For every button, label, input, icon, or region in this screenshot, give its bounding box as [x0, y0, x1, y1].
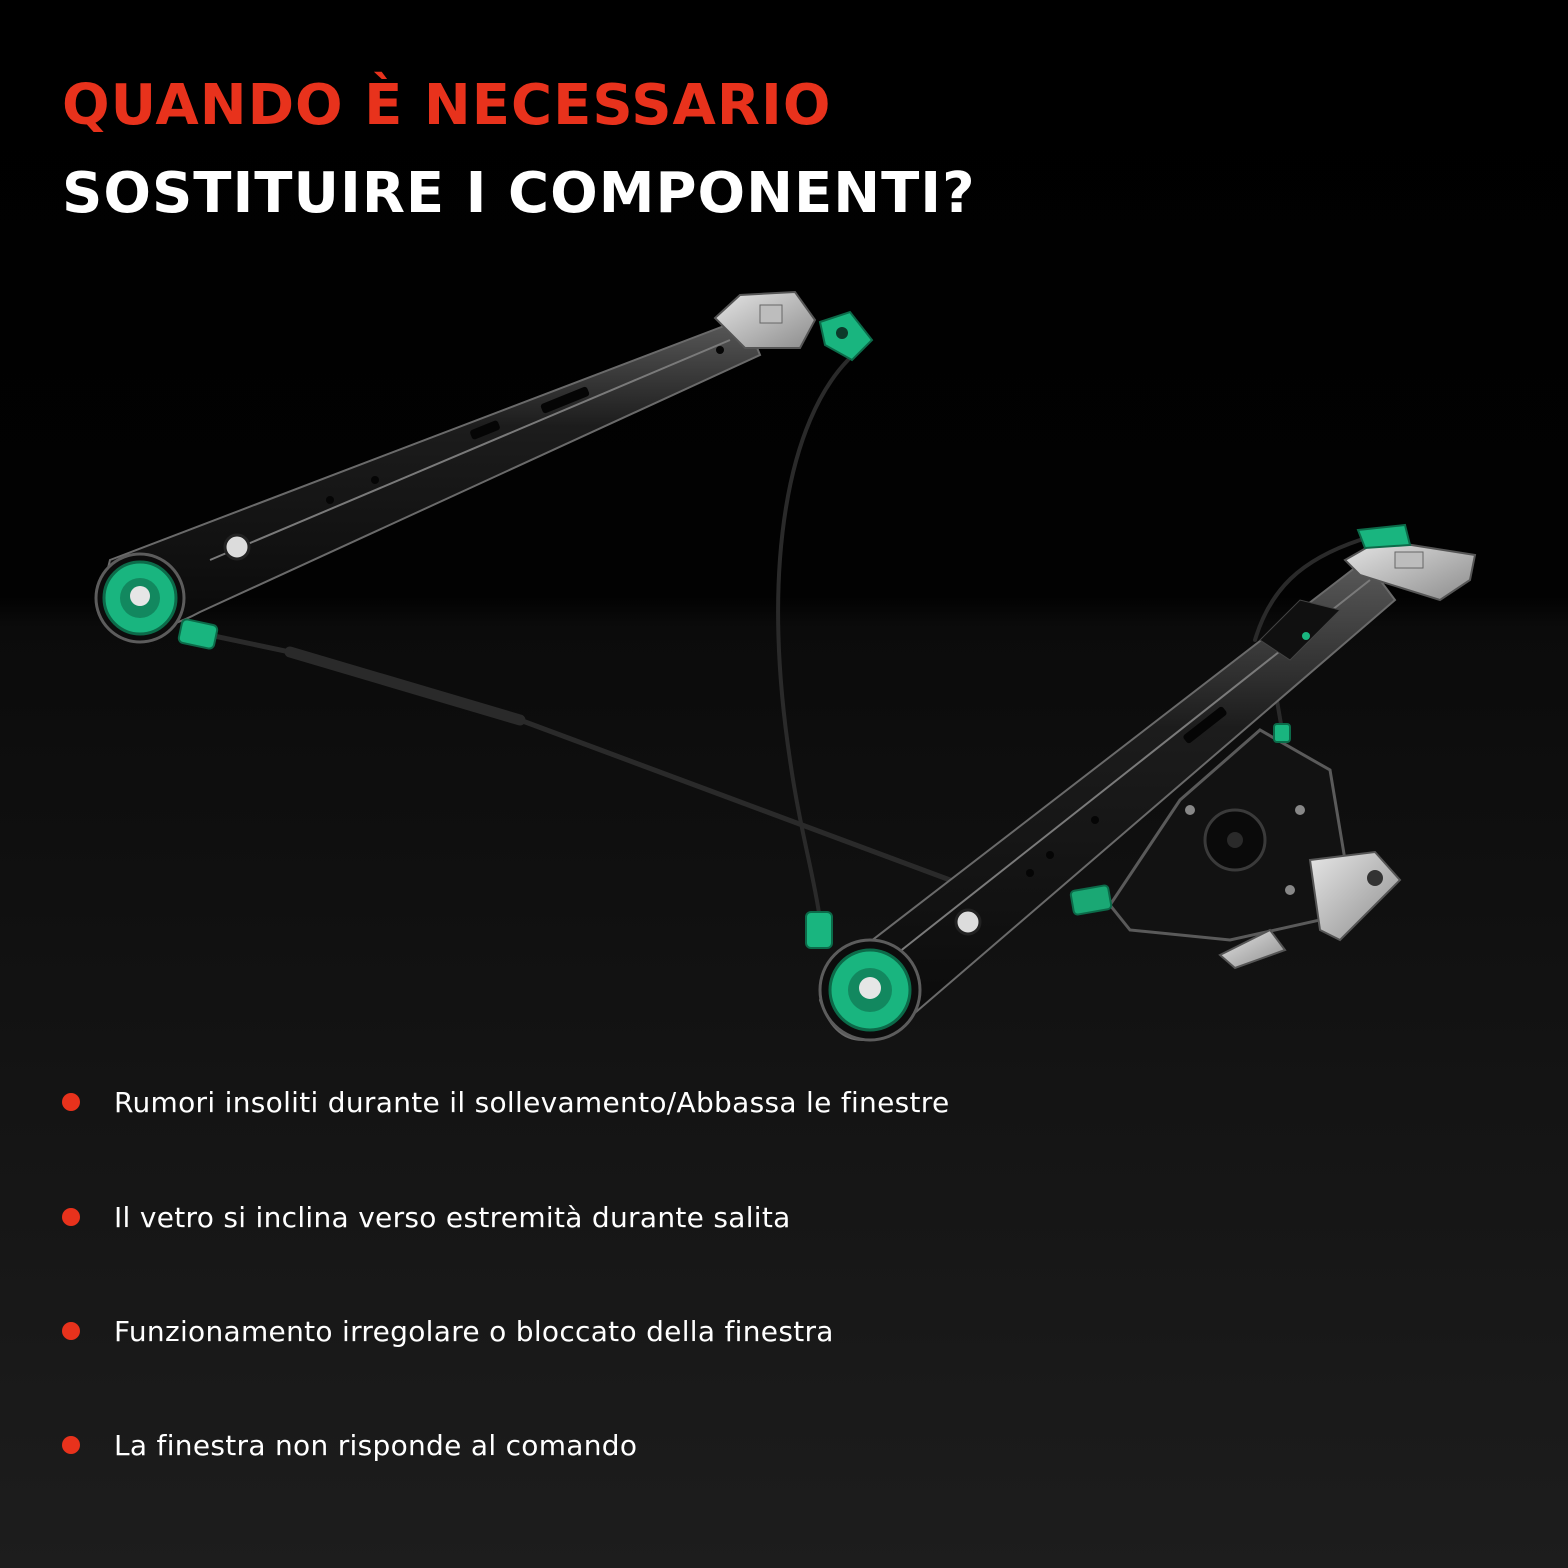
bullet-dot-icon — [62, 1322, 80, 1340]
bullet-dot-icon — [62, 1093, 80, 1111]
symptom-text: Rumori insoliti durante il sollevamento/… — [114, 1085, 950, 1119]
headline-line-2: SOSTITUIRE I COMPONENTI? — [62, 161, 976, 226]
window-regulator-illustration — [94, 290, 1477, 1042]
symptom-text: Funzionamento irregolare o bloccato dell… — [114, 1314, 834, 1348]
symptom-text: Il vetro si inclina verso estremità dura… — [114, 1200, 791, 1234]
bullet-dot-icon — [62, 1208, 80, 1226]
headline-line-1: QUANDO È NECESSARIO — [62, 73, 832, 138]
symptom-text: La finestra non risponde al comando — [114, 1428, 638, 1462]
left-rail — [98, 316, 762, 630]
right-top-bracket — [1343, 523, 1477, 602]
list-item: Il vetro si inclina verso estremità dura… — [62, 1197, 1262, 1237]
bullet-dot-icon — [62, 1436, 80, 1454]
motor-housing — [1069, 723, 1402, 970]
list-item: La finestra non risponde al comando — [62, 1425, 1262, 1465]
list-item: Rumori insoliti durante il sollevamento/… — [62, 1082, 1262, 1122]
right-rail — [818, 558, 1397, 1041]
list-item: Funzionamento irregolare o bloccato dell… — [62, 1311, 1262, 1351]
left-pulley — [94, 552, 219, 650]
right-pulley — [805, 911, 922, 1042]
left-top-bracket — [713, 290, 874, 362]
